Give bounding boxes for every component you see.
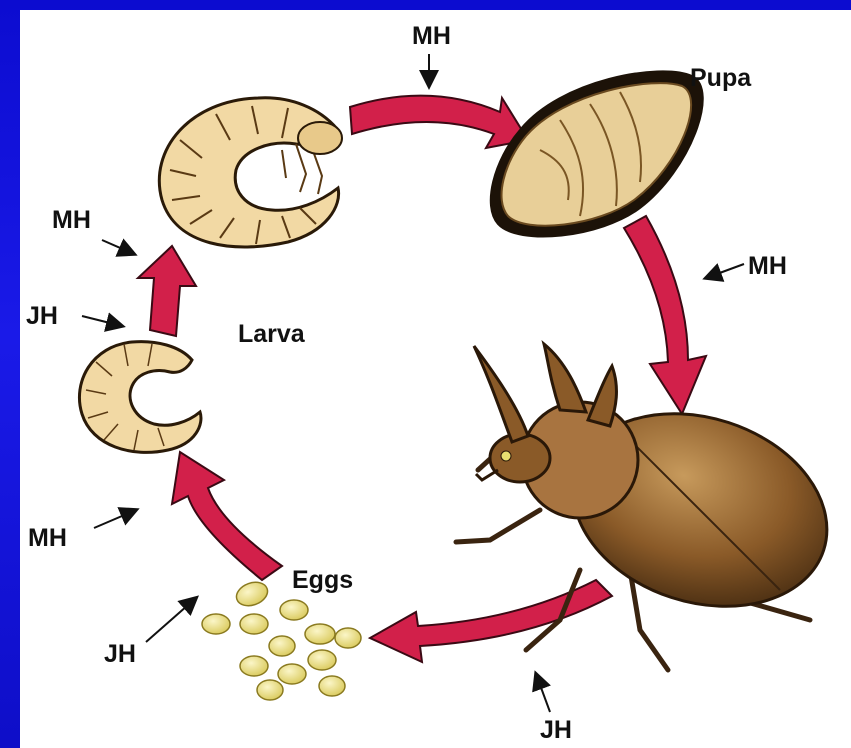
label-pupa: Pupa [690,64,752,92]
label-left-upper-mh: MH [52,206,91,234]
arrow-left-lower-mh [94,510,136,528]
label-left-lower-mh: MH [28,524,67,552]
arrow-left-upper-mh [102,240,134,254]
label-right-mh: MH [748,252,787,280]
label-eggs: Eggs [292,566,353,594]
label-bottom-left-jh: JH [104,640,136,668]
small-larva-illustration [79,342,201,453]
arrow-beetle-to-eggs [370,580,612,662]
arrow-bottom-left-jh [146,598,196,642]
eggs-cluster [202,578,361,700]
label-left-jh: JH [26,302,58,330]
label-bottom-jh: JH [540,716,572,744]
arrow-bottom-jh [536,674,550,712]
pupa-illustration [491,71,703,236]
large-larva-illustration [159,98,342,247]
arrow-eggs-to-larva [172,452,282,580]
diagram-panel: MH Pupa MH MH JH Larva MH Eggs JH JH [20,10,851,748]
arrow-pupa-to-beetle [624,216,706,414]
arrow-left-jh [82,316,122,326]
arrow-small-larva-to-large-larva [138,246,196,336]
insect-life-cycle-diagram: MH Pupa MH MH JH Larva MH Eggs JH JH [20,10,851,748]
arrow-right-mh [706,264,744,278]
label-top-mh: MH [412,22,451,50]
label-larva: Larva [238,320,306,348]
arrow-larva-to-pupa [350,96,528,148]
